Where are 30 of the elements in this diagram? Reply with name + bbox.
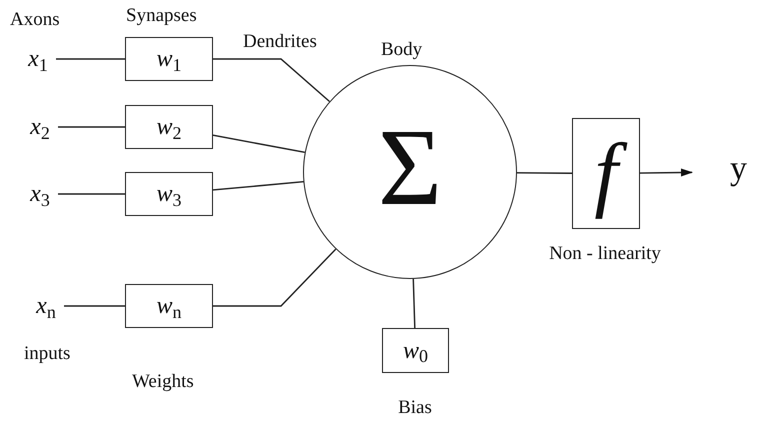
part-label: Axons <box>10 9 60 30</box>
input-variable: x$_{n}$ <box>36 294 56 318</box>
output-label: y <box>730 152 747 189</box>
connector-line <box>412 278 416 328</box>
weight-box: w$_{n}$ <box>125 284 213 328</box>
connector-line <box>212 134 305 154</box>
input-variable: x$_{1}$ <box>28 47 48 71</box>
weight-box: w$_{3}$ <box>125 172 213 216</box>
bias-box: w$_{0}$ <box>382 328 449 373</box>
connector-line <box>213 248 336 307</box>
node-heading: Body <box>381 40 422 59</box>
input-variable: x$_{2}$ <box>30 115 50 139</box>
weight-box: w$_{1}$ <box>125 37 213 81</box>
arrow <box>640 168 693 176</box>
weight-box: w$_{2}$ <box>125 105 213 149</box>
activation-box: f <box>572 118 640 229</box>
connector-line <box>64 305 125 307</box>
connector-line <box>517 172 572 174</box>
node-caption: Bias <box>398 396 432 420</box>
part-label: Weights <box>132 371 194 392</box>
connector-line <box>58 126 125 128</box>
connector-line <box>212 181 304 191</box>
connector-line <box>58 193 125 195</box>
part-label: inputs <box>24 343 70 364</box>
part-label: Synapses <box>126 5 197 26</box>
node-caption: Non - linearity <box>549 242 661 266</box>
input-variable: x$_{3}$ <box>30 182 50 206</box>
part-label: Dendrites <box>243 31 317 52</box>
connector-line <box>56 58 125 60</box>
connector-line <box>213 58 330 102</box>
